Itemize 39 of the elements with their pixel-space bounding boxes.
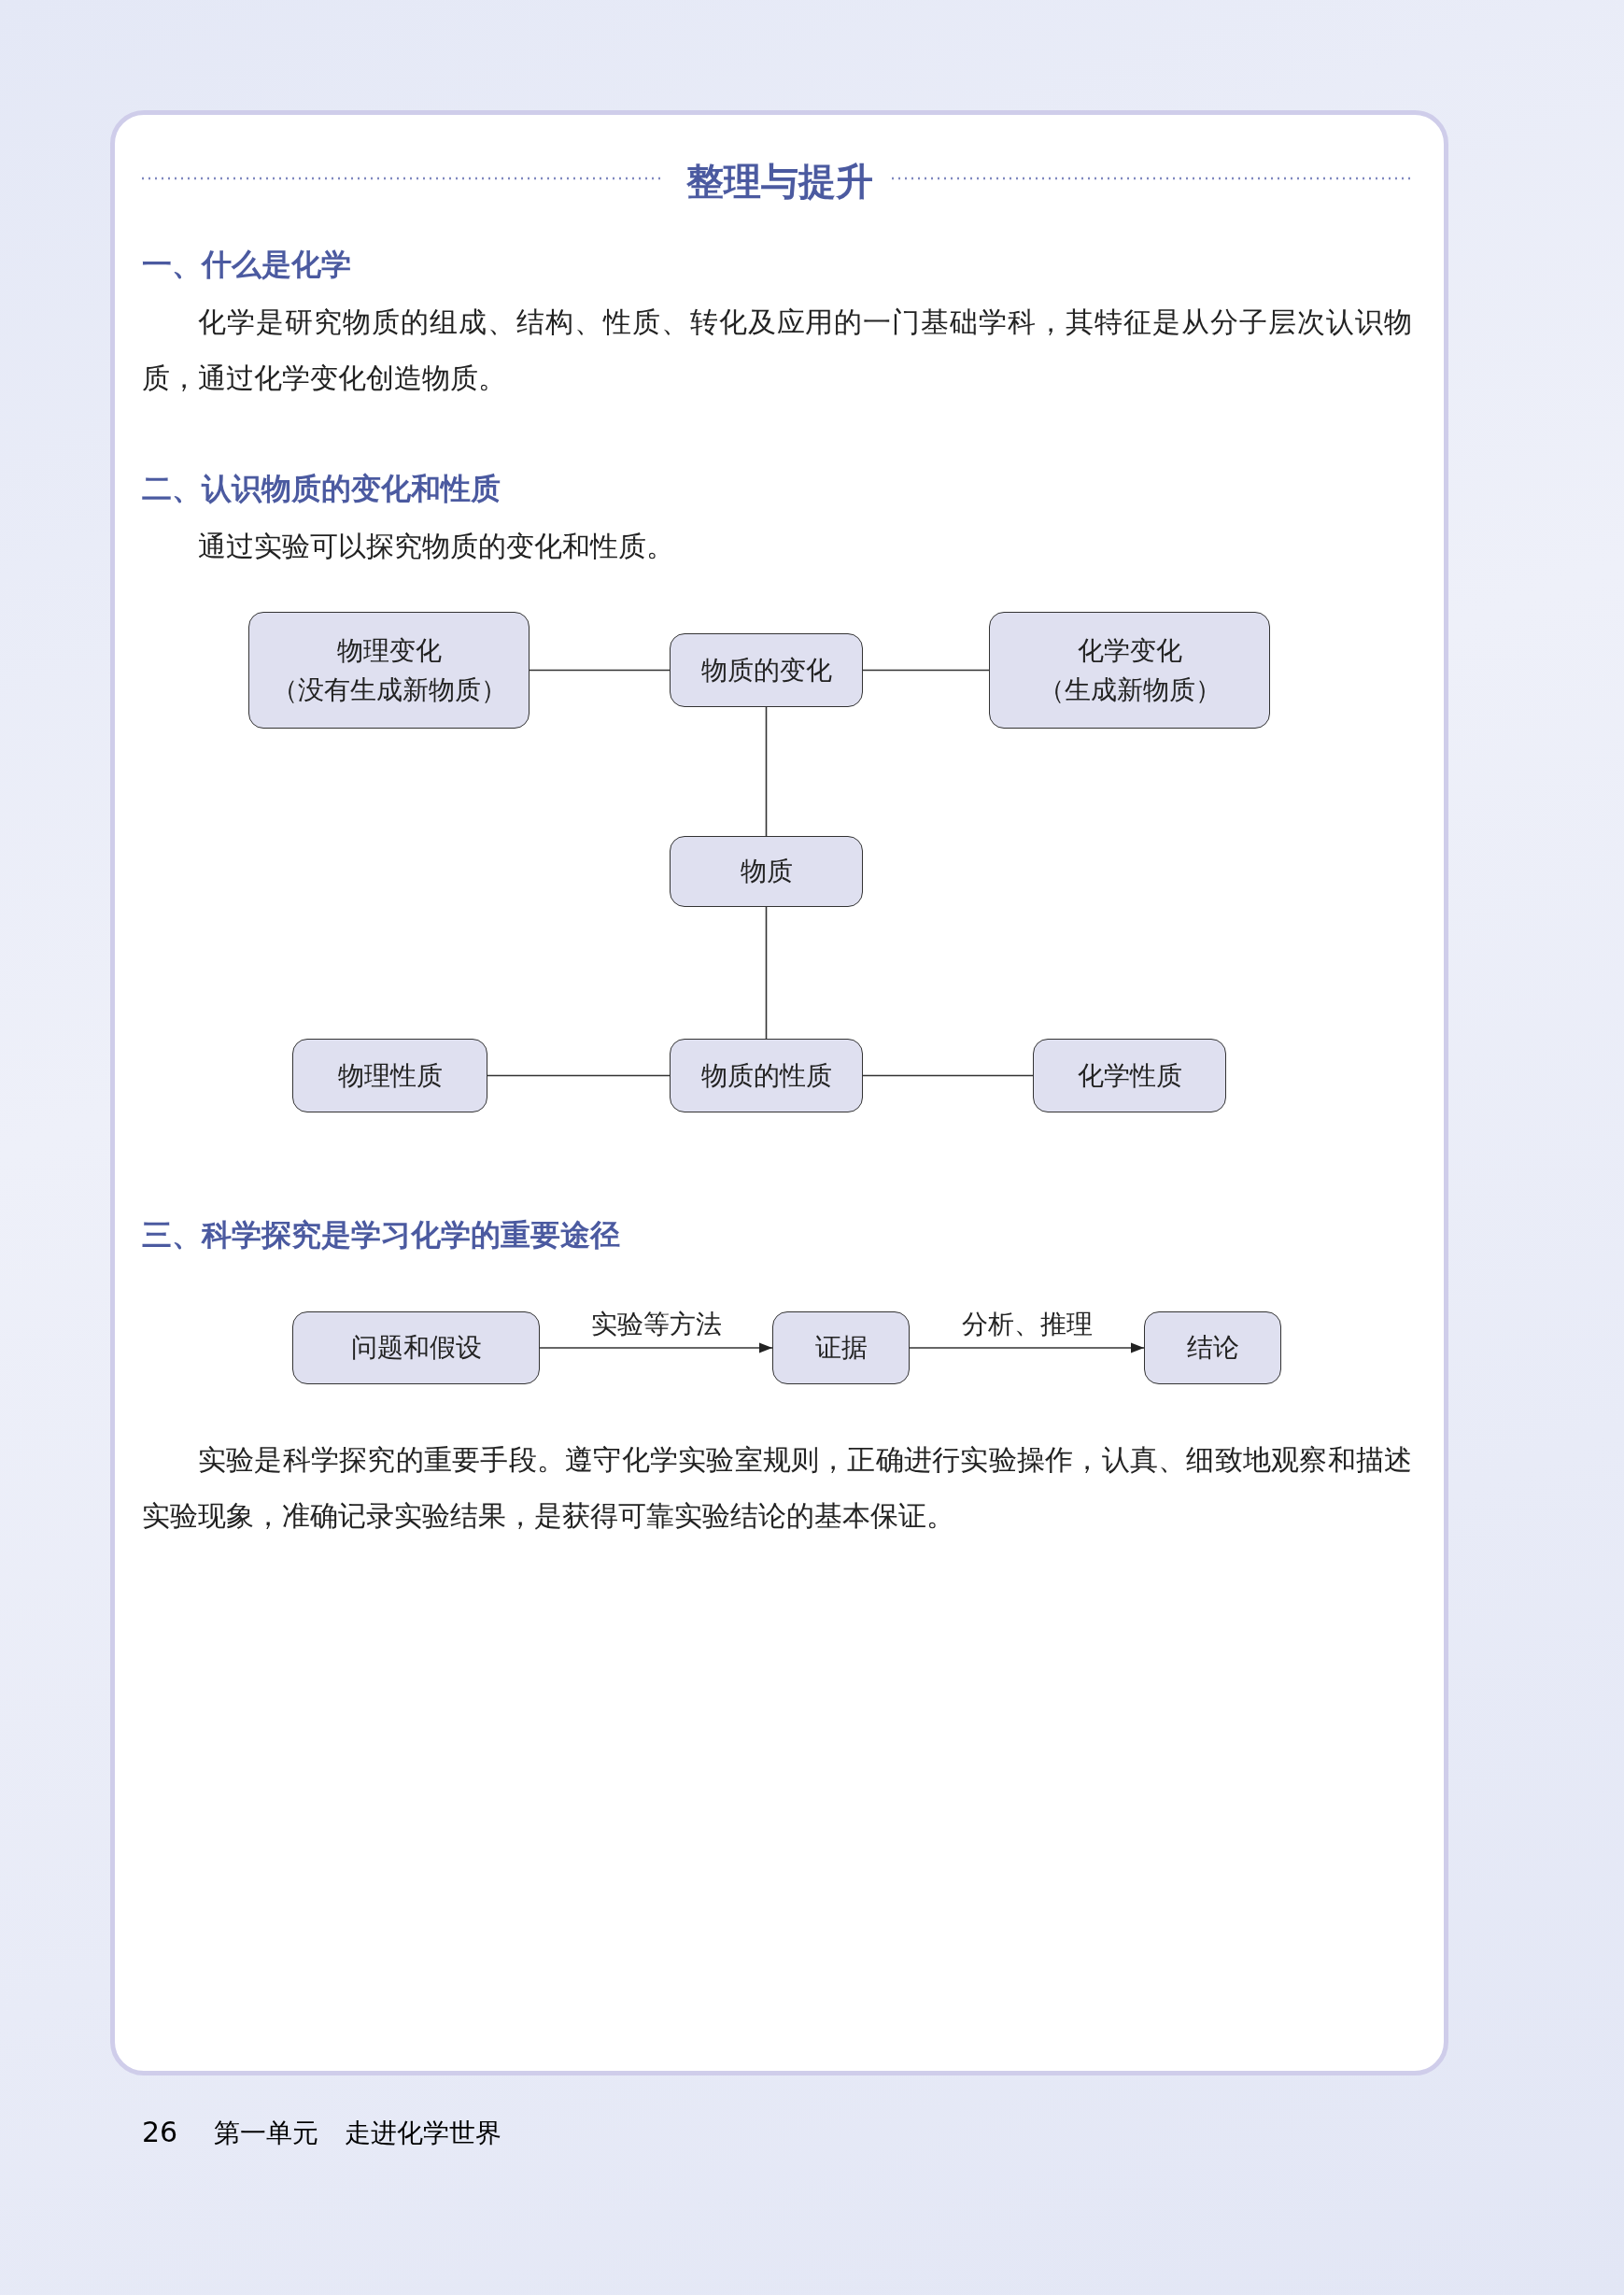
section-heading: 一、什么是化学 (142, 246, 351, 284)
chapter-title: 第一单元 走进化学世界 (214, 2117, 501, 2150)
node-note: （没有生成新物质） (271, 673, 507, 707)
node-note: （生成新物质） (1038, 673, 1222, 707)
section-heading: 二、认识物质的变化和性质 (142, 470, 501, 508)
node-label: 结论 (1186, 1331, 1239, 1365)
concept-box (989, 612, 1270, 729)
concept-box (772, 1311, 910, 1384)
node-label: 物理变化 (336, 633, 442, 668)
node-label: 化学性质 (1077, 1058, 1182, 1093)
node-label: 物质 (740, 855, 793, 888)
arrow (539, 1342, 773, 1353)
node-label: 证据 (814, 1331, 868, 1365)
paragraph: 化学是研究物质的组成、结构、性质、转化及应用的一门基础学科，其特征是从分子层次认识物质，通过化学变化创造物质。 (142, 305, 1412, 396)
concept-box (670, 836, 863, 907)
concept-box (1144, 1311, 1281, 1384)
node-label: 物质的性质 (700, 1058, 832, 1093)
concept-box (292, 1039, 487, 1112)
concept-box (1033, 1039, 1226, 1112)
connector-line (765, 906, 768, 1040)
paragraph: 通过实验可以探究物质的变化和性质。 (197, 529, 675, 564)
node-label: 问题和假设 (350, 1331, 482, 1365)
connector-line (862, 669, 990, 672)
paragraph: 实验是科学探究的重要手段。遵守化学实验室规则，正确进行实验操作，认真、细致地观察和描述实验现象，准确记录实验结果，是获得可靠实验结论的基本保证。 (142, 1442, 1412, 1534)
connector-line (487, 1074, 671, 1077)
node-label: 物质的变化 (700, 653, 832, 687)
connector-line (765, 706, 768, 837)
concept-box (670, 1039, 863, 1112)
section-title: 整理与提升 (686, 159, 873, 205)
concept-box (670, 633, 863, 707)
connector-line (862, 1074, 1034, 1077)
page-number: 26 (142, 2116, 178, 2148)
node-label: 化学变化 (1077, 633, 1182, 668)
section-heading: 三、科学探究是学习化学的重要途径 (142, 1216, 620, 1254)
arrow (909, 1342, 1145, 1353)
node-label: 物理性质 (337, 1058, 443, 1093)
concept-box (248, 612, 530, 729)
concept-box (292, 1311, 540, 1384)
connector-line (529, 669, 671, 672)
